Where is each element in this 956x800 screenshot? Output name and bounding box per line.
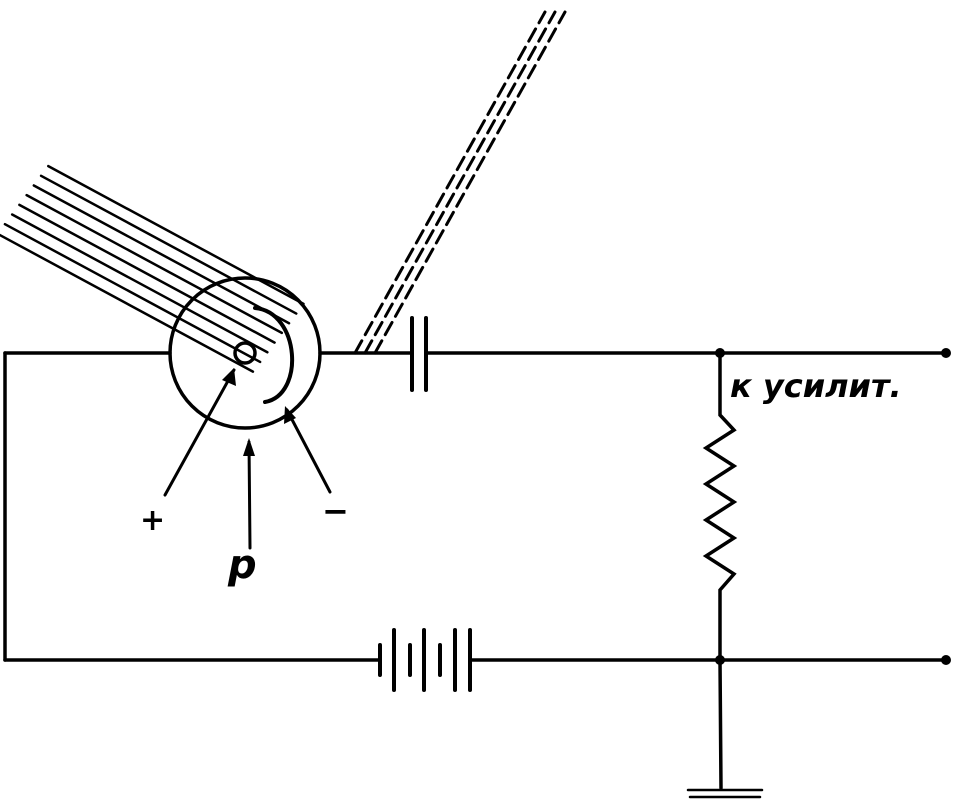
p-label: p <box>227 542 257 588</box>
light-ray <box>3 222 262 364</box>
minus-label: − <box>322 492 349 530</box>
light-ray <box>39 174 298 315</box>
light-ray <box>18 203 276 344</box>
amplifier-label: к усилит. <box>730 367 902 405</box>
plus-arrowhead <box>222 368 236 386</box>
light-ray <box>32 184 291 325</box>
reflected-beam <box>353 10 567 355</box>
battery <box>378 628 472 692</box>
plus-label: + <box>140 503 165 538</box>
photocell-bulb <box>168 276 322 430</box>
junction-top <box>715 348 725 358</box>
p-arrowhead <box>243 438 255 456</box>
resistor <box>702 351 738 662</box>
terminal-bottom[interactable] <box>941 655 951 665</box>
p-pointer <box>247 440 252 550</box>
ground-symbol <box>686 788 764 799</box>
minus-arrowhead <box>284 406 296 424</box>
capacitor <box>410 316 428 392</box>
light-ray <box>0 233 255 373</box>
ground-wire <box>718 658 723 790</box>
light-ray <box>10 213 269 354</box>
junction-bottom <box>715 655 725 665</box>
plus-pointer <box>163 368 236 497</box>
light-ray <box>47 164 305 306</box>
terminal-top[interactable] <box>941 348 951 358</box>
light-rays <box>0 164 305 373</box>
minus-pointer <box>285 408 332 494</box>
light-ray <box>25 193 284 335</box>
